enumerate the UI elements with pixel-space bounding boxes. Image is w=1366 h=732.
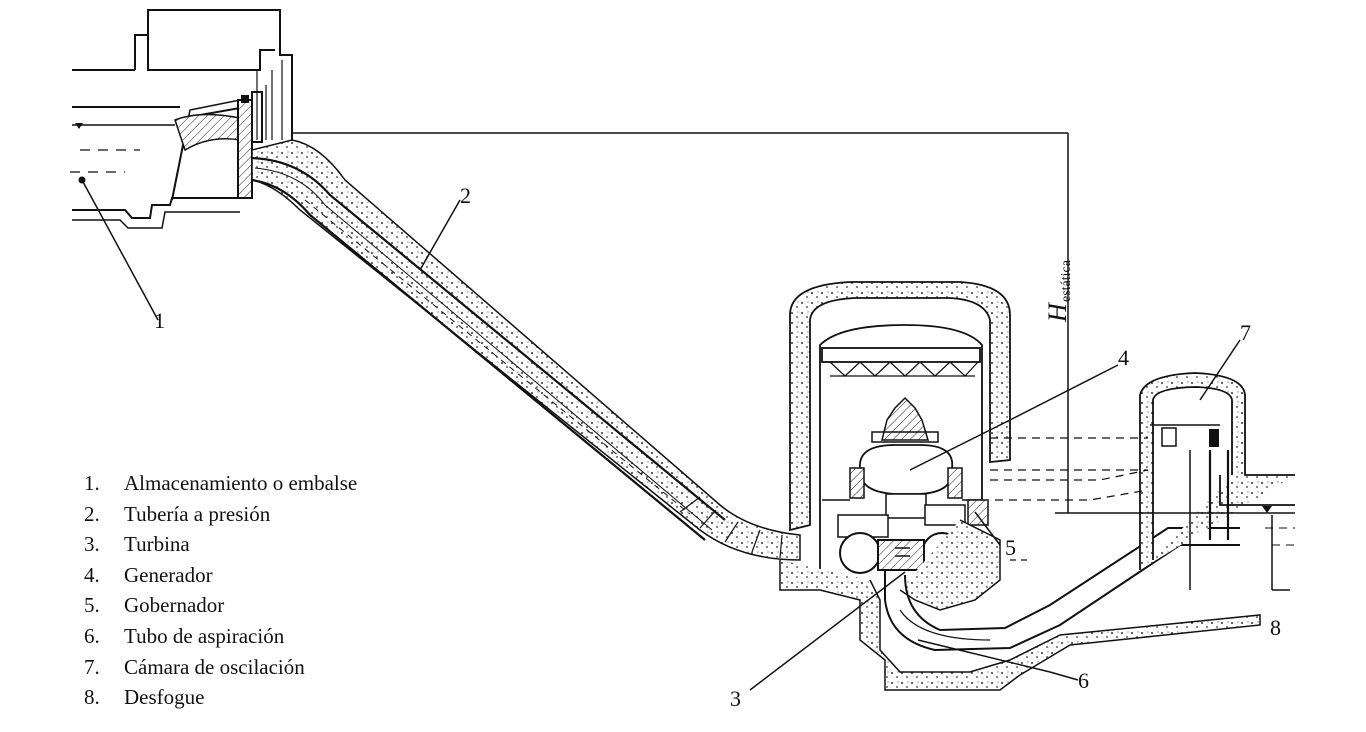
legend-item: 4. Generador	[84, 560, 357, 591]
legend-number: 4.	[84, 562, 100, 587]
legend-number: 6.	[84, 623, 100, 648]
legend-number: 5.	[84, 593, 100, 618]
reservoir	[70, 9, 1068, 229]
powerhouse	[779, 281, 1261, 691]
callout-7: 7	[1240, 320, 1251, 345]
legend-number: 2.	[84, 501, 100, 526]
legend-item: 2. Tubería a presión	[84, 499, 357, 530]
penstock	[251, 139, 801, 561]
callout-6: 6	[1078, 668, 1089, 693]
head-symbol-subscript: estática	[1059, 259, 1074, 302]
legend-text: Turbina	[124, 532, 190, 557]
legend-text: Tubo de aspiración	[124, 623, 285, 648]
legend-item: 3. Turbina	[84, 529, 357, 560]
legend-number: 3.	[84, 532, 100, 557]
legend-number: 8.	[84, 685, 100, 710]
callout-5: 5	[1005, 535, 1016, 560]
legend-text: Almacenamiento o embalse	[124, 471, 358, 495]
legend-text: Gobernador	[124, 593, 225, 618]
callout-3: 3	[730, 686, 741, 711]
legend-item: 5. Gobernador	[84, 590, 357, 621]
legend: 1. Almacenamiento o embalse 2. Tubería a p…	[84, 468, 357, 713]
callout-4: 4	[1118, 345, 1129, 370]
leader-lines	[81, 179, 1241, 691]
legend-item: 7. Cámara de oscilación	[84, 652, 357, 683]
head-symbol-main: H	[1043, 302, 1072, 323]
legend-text: Tubería a presión	[124, 501, 271, 526]
legend-text: Desfogue	[124, 685, 205, 710]
callout-1: 1	[154, 308, 165, 333]
legend-number: 7.	[84, 654, 100, 679]
legend-item: 6. Tubo de aspiración	[84, 621, 357, 652]
legend-item: 8. Desfogue	[84, 682, 357, 713]
head-symbol: H estática	[1043, 259, 1074, 323]
callout-8: 8	[1270, 615, 1281, 640]
surge-chamber	[990, 372, 1295, 591]
legend-item: 1. Almacenamiento o embalse	[84, 468, 357, 499]
legend-text: Generador	[124, 562, 213, 587]
callout-2: 2	[460, 183, 471, 208]
legend-text: Cámara de oscilación	[124, 654, 305, 679]
legend-number: 1.	[84, 471, 100, 495]
